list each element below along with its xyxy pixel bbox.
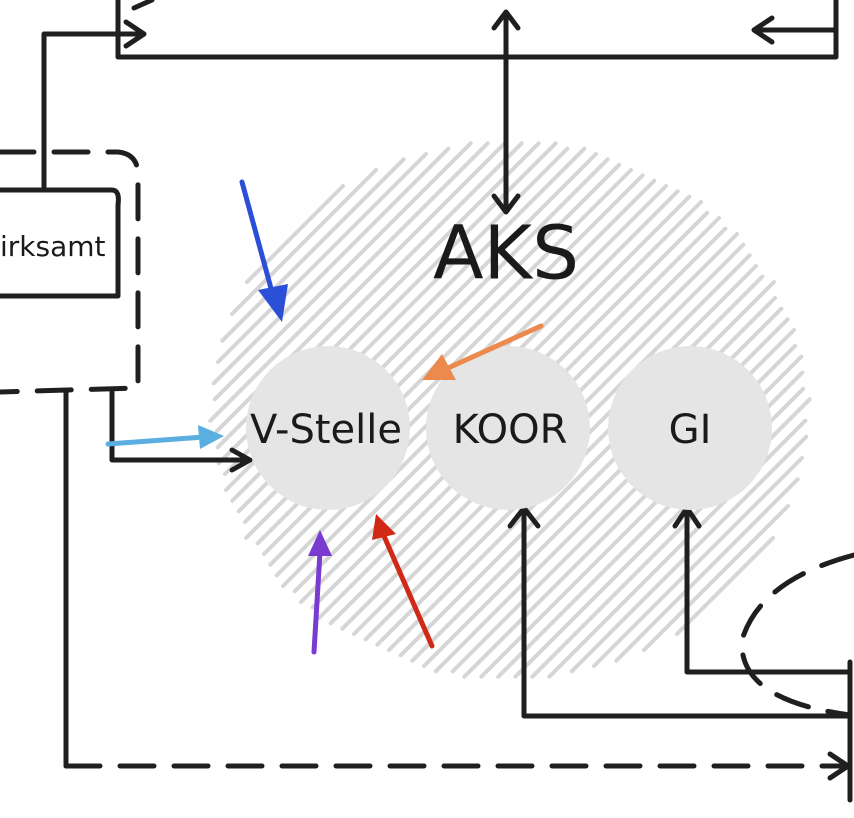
hatch-stroke: [230, 168, 378, 316]
hatch-stroke: [211, 146, 451, 386]
gi-node: [608, 346, 772, 510]
red-arrow: [372, 514, 435, 649]
hatch-stroke: [220, 157, 406, 343]
top-frame-box: [115, 0, 839, 60]
purple-arrow: [308, 530, 332, 655]
bezirksamt-dashed-group: [0, 149, 141, 395]
bezirksamt-box: [0, 187, 121, 299]
aks-top-double-arrow: [491, 9, 521, 215]
bezirksamt-to-v-stelle-connector: [109, 389, 253, 473]
hatch-stroke: [208, 141, 490, 423]
hatch-stroke: [642, 504, 790, 652]
v-stelle-label: V-Stelle: [250, 407, 402, 453]
hatch-stroke: [216, 152, 428, 364]
top-left-arrow-connector: [41, 19, 147, 193]
light-blue-arrow: [105, 425, 224, 449]
hatch-stroke: [212, 141, 473, 402]
bezirksamt-label: irksamt: [0, 230, 106, 263]
koor-node: [426, 346, 590, 510]
v-stelle-node: [246, 346, 410, 510]
orange-arrow: [422, 323, 544, 380]
blue-arrow: [239, 179, 288, 322]
hatch-stroke: [592, 456, 804, 668]
top-right-arrow-connector: [751, 15, 839, 45]
hatch-stroke: [398, 280, 776, 658]
top-frame-corner-tick: [131, 0, 155, 11]
hatch-stroke: [675, 536, 775, 636]
gi-label: GI: [669, 407, 712, 453]
hatch-stroke: [614, 477, 800, 663]
right-dashed-group: [739, 552, 854, 718]
koor-label: KOOR: [453, 407, 568, 453]
aks-title: AKS: [433, 211, 579, 297]
